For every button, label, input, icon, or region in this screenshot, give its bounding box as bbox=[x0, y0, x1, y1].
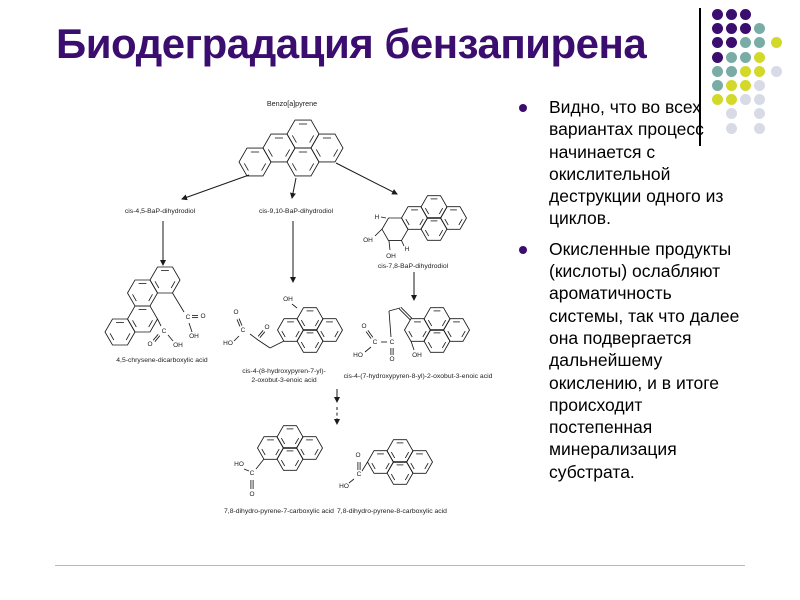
deco-dot bbox=[754, 122, 765, 134]
molecule bbox=[277, 307, 343, 353]
deco-dot bbox=[740, 80, 751, 91]
deco-dot bbox=[754, 51, 765, 63]
atom-label: H bbox=[375, 214, 380, 221]
deco-dot bbox=[754, 94, 765, 106]
molecule bbox=[104, 266, 181, 346]
atom-label: O bbox=[389, 356, 394, 363]
deco-dot bbox=[726, 122, 737, 134]
deco-dot bbox=[740, 51, 751, 63]
atom-label: OH bbox=[173, 342, 183, 349]
atom-label: OH bbox=[363, 237, 373, 244]
deco-dot bbox=[726, 37, 737, 49]
compound-label-l3b1: cis-4-(8-hydroxypyren-7-yl)- bbox=[242, 368, 325, 375]
deco-dot bbox=[726, 65, 737, 77]
molecule bbox=[238, 119, 344, 177]
deco-dot bbox=[754, 37, 765, 49]
bullet-marker-icon bbox=[519, 104, 527, 112]
deco-dot bbox=[740, 9, 751, 20]
compound-label-top: Benzo[a]pyrene bbox=[267, 99, 317, 108]
deco-dot bbox=[712, 80, 723, 91]
bullet-text: Видно, что во всех вариантах процесс нач… bbox=[549, 97, 724, 229]
deco-dot bbox=[712, 9, 723, 20]
atom-label: C bbox=[162, 328, 167, 335]
atom-label: OH bbox=[189, 333, 199, 340]
atom-label: C bbox=[357, 471, 362, 478]
compound-label-l4b: 7,8-dihydro-pyrene-8-carboxylic acid bbox=[337, 508, 447, 515]
deco-dot bbox=[712, 37, 723, 49]
deco-dot bbox=[712, 94, 723, 106]
slide-title: Биодеградация бензапирена bbox=[56, 20, 647, 67]
deco-dot bbox=[726, 80, 737, 91]
deco-dot bbox=[754, 108, 765, 120]
pathway-arrow bbox=[181, 174, 250, 201]
atom-label: HO bbox=[234, 461, 244, 468]
deco-dot bbox=[754, 23, 765, 35]
atom-label: O bbox=[233, 309, 238, 316]
atom-label: O bbox=[200, 313, 205, 320]
deco-dot bbox=[726, 94, 737, 106]
molecule bbox=[404, 307, 470, 353]
compound-label-l3b2: 2-oxobut-3-enoic acid bbox=[251, 377, 317, 384]
pathway-arrow bbox=[290, 177, 297, 199]
deco-dot bbox=[726, 51, 737, 63]
atom-label: HO bbox=[339, 483, 349, 490]
deco-dot bbox=[740, 37, 751, 49]
compound-label-l2a: cis-4,5-BaP-dihydrodiol bbox=[125, 208, 196, 215]
atom-label: O bbox=[249, 491, 254, 498]
deco-dot bbox=[771, 37, 782, 49]
atom-label: C bbox=[241, 327, 246, 334]
deco-dot bbox=[740, 65, 751, 77]
bullet-text: Окисленные продукты (кислоты) ослабляют … bbox=[549, 238, 740, 482]
deco-dot bbox=[754, 65, 765, 77]
compound-label-l3a: 4,5-chrysene-dicarboxylic acid bbox=[116, 357, 208, 364]
atom-label: H bbox=[405, 246, 410, 253]
compound-label-l4a: 7,8-dihydro-pyrene-7-carboxylic acid bbox=[224, 508, 334, 515]
atom-label: HO bbox=[223, 340, 233, 347]
deco-dot bbox=[726, 9, 737, 20]
molecule bbox=[381, 195, 467, 242]
deco-dot bbox=[712, 51, 723, 63]
atom-label: C bbox=[373, 339, 378, 346]
deco-dot bbox=[740, 23, 751, 35]
deco-dot bbox=[754, 80, 765, 91]
decorative-dot-grid bbox=[0, 0, 800, 150]
deco-dot bbox=[771, 65, 782, 77]
compound-label-l3c: cis-4-(7-hydroxypyren-8-yl)-2-oxobut-3-e… bbox=[344, 373, 493, 380]
footer-divider-line bbox=[55, 565, 745, 566]
bullet-list: Видно, что во всех вариантах процесс нач… bbox=[516, 96, 758, 491]
atom-label: C bbox=[250, 470, 255, 477]
atom-label: OH bbox=[386, 253, 396, 260]
atom-label: OH bbox=[283, 296, 293, 303]
deco-dot bbox=[726, 23, 737, 35]
pathway-arrow bbox=[335, 162, 398, 195]
atom-label: HO bbox=[353, 352, 363, 359]
deco-dot bbox=[726, 108, 737, 120]
deco-dot bbox=[712, 23, 723, 35]
deco-dot bbox=[740, 94, 751, 106]
atom-label: C bbox=[186, 314, 191, 321]
decorative-vertical-line bbox=[699, 8, 701, 146]
bullet-marker-icon bbox=[519, 245, 527, 254]
atom-label: O bbox=[147, 341, 152, 348]
atom-label: C bbox=[390, 339, 395, 346]
bullet-item: Видно, что во всех вариантах процесс нач… bbox=[516, 96, 758, 230]
deco-dot bbox=[712, 65, 723, 77]
atom-label: OH bbox=[412, 352, 422, 359]
compound-label-l2b: cis-9,10-BaP-dihydrodiol bbox=[259, 208, 334, 215]
atom-label: O bbox=[361, 323, 366, 330]
atom-label: O bbox=[355, 452, 360, 459]
molecule bbox=[367, 439, 433, 485]
compound-label-l2c: cis-7,8-BaP-dihydrodiol bbox=[378, 263, 449, 270]
atom-label: O bbox=[264, 324, 269, 331]
bullet-item: Окисленные продукты (кислоты) ослабляют … bbox=[516, 238, 758, 483]
molecule bbox=[257, 425, 323, 471]
